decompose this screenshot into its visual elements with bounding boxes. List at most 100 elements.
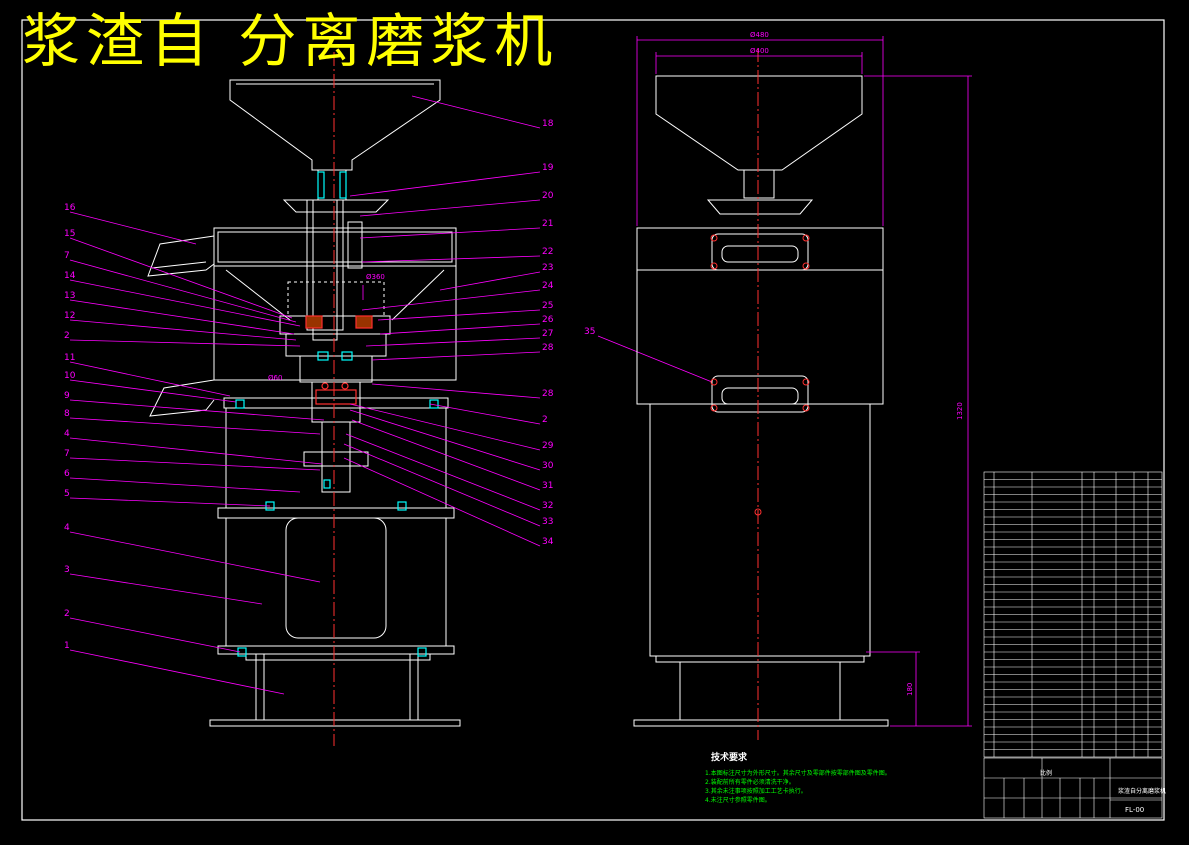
leader-line	[359, 227, 541, 239]
leader-line	[69, 531, 321, 583]
callout-number: 32	[542, 501, 553, 511]
callout-number: 2	[542, 415, 548, 425]
sheet-frame	[21, 19, 1165, 821]
callout-number: 28	[542, 389, 554, 399]
callout-number: 4	[64, 523, 70, 533]
callout-number: 25	[542, 301, 553, 311]
dimension-text: Ø480 Ø400 Ø360 Ø60 1320 180	[268, 31, 964, 696]
title-block-name: 浆渣自分离磨浆机	[1118, 788, 1167, 795]
callout-number: 22	[542, 247, 553, 257]
callout-number: 3	[64, 565, 70, 575]
accent-parts	[305, 315, 373, 405]
drawing-title: 浆渣自 分离磨浆机	[22, 7, 559, 75]
dim-dia3: Ø360	[366, 273, 385, 281]
tech-item: 4.未注尺寸参照零件图。	[705, 797, 771, 804]
callout-number: 12	[64, 311, 75, 321]
leader-line	[69, 299, 295, 335]
callout-number: 15	[64, 229, 75, 239]
leader-line	[69, 237, 293, 319]
callout-number: 19	[542, 163, 554, 173]
dimension-lines	[362, 36, 972, 727]
callout-number: 14	[64, 271, 76, 281]
title-block-scale: 比例	[1040, 770, 1053, 777]
leader-line	[69, 259, 297, 323]
leader-line	[69, 399, 325, 421]
front-view	[633, 75, 889, 727]
leader-line	[69, 617, 241, 653]
leader-lines	[69, 95, 713, 695]
callout-number: 13	[64, 291, 75, 301]
callout-number: 30	[542, 461, 554, 471]
leader-line	[361, 289, 541, 311]
leader-line	[69, 573, 263, 605]
callout-number: 28	[542, 343, 554, 353]
leader-line	[69, 279, 301, 327]
callout-number: 5	[64, 489, 70, 499]
leader-line	[69, 437, 323, 465]
callout-number: 21	[542, 219, 553, 229]
callout-number: 7	[64, 449, 70, 459]
callout-number: 1	[64, 641, 70, 651]
dim-dia4: Ø60	[268, 374, 282, 382]
section-view	[147, 79, 461, 727]
leader-line	[371, 383, 541, 399]
callout-number: 24	[542, 281, 554, 291]
tech-item: 3.其余未注事项按照加工工艺卡执行。	[705, 788, 807, 795]
dim-base-height: 180	[906, 683, 914, 696]
leader-line	[69, 339, 301, 347]
callout-number: 9	[64, 391, 70, 401]
callout-number: 10	[64, 371, 76, 381]
callout-number: 4	[64, 429, 70, 439]
dim-height: 1320	[956, 402, 964, 420]
callout-number: 31	[542, 481, 553, 491]
leader-line	[69, 457, 321, 471]
front-view-bolts	[710, 234, 810, 516]
leader-line	[439, 271, 541, 291]
callout-number: 6	[64, 469, 70, 479]
title-block-number: FL-00	[1125, 806, 1145, 814]
callout-number: 2	[64, 331, 70, 341]
callout-number: 2	[64, 609, 70, 619]
callout-number: 18	[542, 119, 554, 129]
leader-line	[349, 403, 541, 451]
tech-heading: 技术要求	[711, 753, 748, 763]
callout-number: 23	[542, 263, 553, 273]
callout-number: 26	[542, 315, 554, 325]
leader-line	[359, 199, 541, 217]
leader-line	[361, 255, 541, 263]
leader-line	[69, 649, 285, 695]
leader-line	[377, 309, 541, 321]
leader-line	[345, 433, 541, 511]
callout-number: 27	[542, 329, 553, 339]
leader-line	[69, 361, 231, 397]
leader-line	[69, 417, 321, 435]
leader-line	[343, 443, 541, 527]
leader-line	[343, 457, 541, 547]
leader-line	[69, 211, 197, 245]
callout-number: 29	[542, 441, 554, 451]
title-block	[983, 757, 1163, 819]
tech-item: 1.本图标注尺寸为外形尺寸。其余尺寸及零部件按零部件图及零件图。	[705, 770, 891, 777]
callout-number: 35	[584, 327, 595, 337]
callout-number: 11	[64, 353, 75, 363]
callout-number: 34	[542, 537, 554, 547]
leader-line	[411, 95, 541, 129]
callout-number: 33	[542, 517, 553, 527]
callout-number: 7	[64, 251, 70, 261]
callout-labels: 1615714131221110984765432118192021222324…	[64, 119, 595, 651]
callout-number: 20	[542, 191, 554, 201]
leader-line	[429, 403, 541, 425]
callout-number: 16	[64, 203, 76, 213]
leader-line	[69, 319, 297, 341]
leader-line	[371, 351, 541, 361]
leader-line	[597, 335, 713, 383]
leader-line	[351, 419, 541, 491]
technical-requirements: 技术要求 1.本图标注尺寸为外形尺寸。其余尺寸及零部件按零部件图及零件图。 2.…	[705, 750, 891, 805]
leader-line	[365, 337, 541, 347]
leader-line	[379, 323, 541, 335]
leader-line	[69, 477, 301, 493]
dim-dia1: Ø480	[750, 31, 769, 39]
leader-line	[349, 171, 541, 197]
